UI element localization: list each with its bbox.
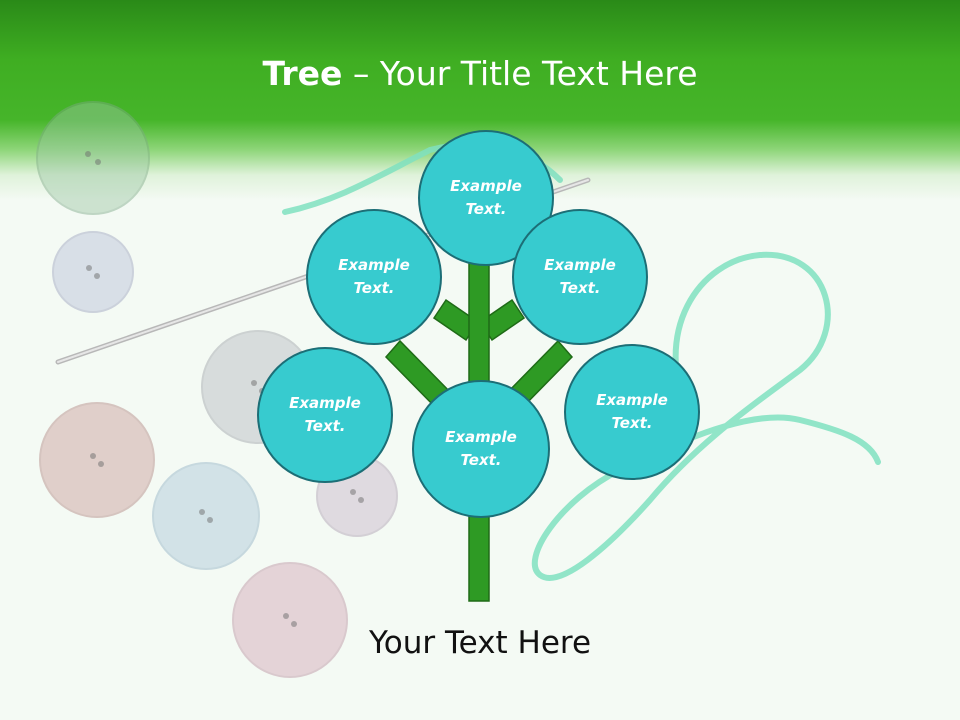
node-text-line2: Text.: [304, 417, 346, 435]
node-text-line1: Example: [289, 394, 361, 412]
node-text-line2: Text.: [611, 414, 653, 432]
node-text-line2: Text.: [353, 279, 395, 297]
title-rest: – Your Title Text Here: [342, 54, 698, 93]
node-text-line2: Text.: [559, 279, 601, 297]
node-text-line2: Text.: [465, 200, 507, 218]
node-text-line1: Example: [445, 428, 517, 446]
node-text-line1: Example: [544, 256, 616, 274]
footer-text: Your Text Here: [368, 625, 592, 661]
node-text-line1: Example: [338, 256, 410, 274]
node-text-line1: Example: [450, 177, 522, 195]
slide-title: Tree – Your Title Text Here: [0, 52, 960, 96]
node-text-line2: Text.: [460, 451, 502, 469]
node-text-line1: Example: [596, 391, 668, 409]
title-bold: Tree: [262, 54, 343, 93]
